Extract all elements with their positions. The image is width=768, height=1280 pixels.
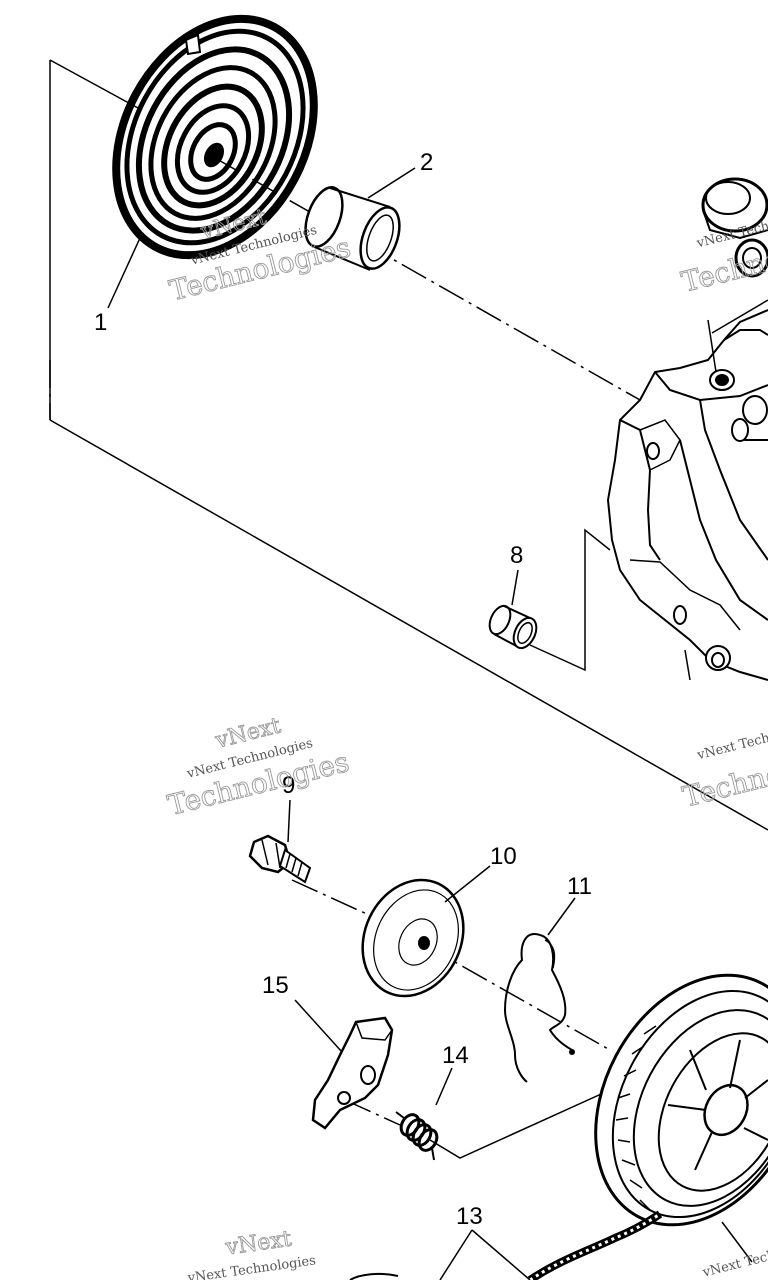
callout-13: 13 [456, 1203, 483, 1230]
pawl-part-15 [311, 1016, 394, 1130]
spring-part-14 [395, 1111, 439, 1161]
leader-lines [107, 167, 753, 1280]
callout-labels: 1 2 8 9 10 11 15 14 13 [94, 149, 592, 1230]
callout-9: 9 [282, 772, 295, 799]
bushing-part-2 [304, 186, 401, 271]
callout-11: 11 [567, 873, 592, 900]
pulley [594, 973, 768, 1227]
watermark-line: vNext Technologies [186, 1253, 317, 1280]
recoil-spring-part-1 [112, 14, 318, 260]
plate-part-10 [361, 878, 465, 998]
assembly-lines [49, 59, 768, 1159]
starter-rope [349, 1210, 663, 1280]
callout-8: 8 [510, 542, 523, 569]
callout-1: 1 [94, 309, 107, 336]
callout-10: 10 [490, 843, 517, 870]
watermark-line: vNext Technologies [700, 1235, 768, 1280]
clip-part-11 [503, 933, 575, 1083]
cap-nut [701, 177, 768, 278]
callout-15: 15 [262, 972, 289, 999]
watermark-line: vNext Technologies [695, 717, 768, 763]
recoil-housing [606, 299, 768, 681]
watermark-brand: vNext [223, 1227, 293, 1261]
callout-2: 2 [420, 149, 433, 176]
bolt-part-9 [248, 834, 312, 884]
bushing-part-8 [488, 604, 538, 650]
callout-14: 14 [442, 1042, 469, 1069]
